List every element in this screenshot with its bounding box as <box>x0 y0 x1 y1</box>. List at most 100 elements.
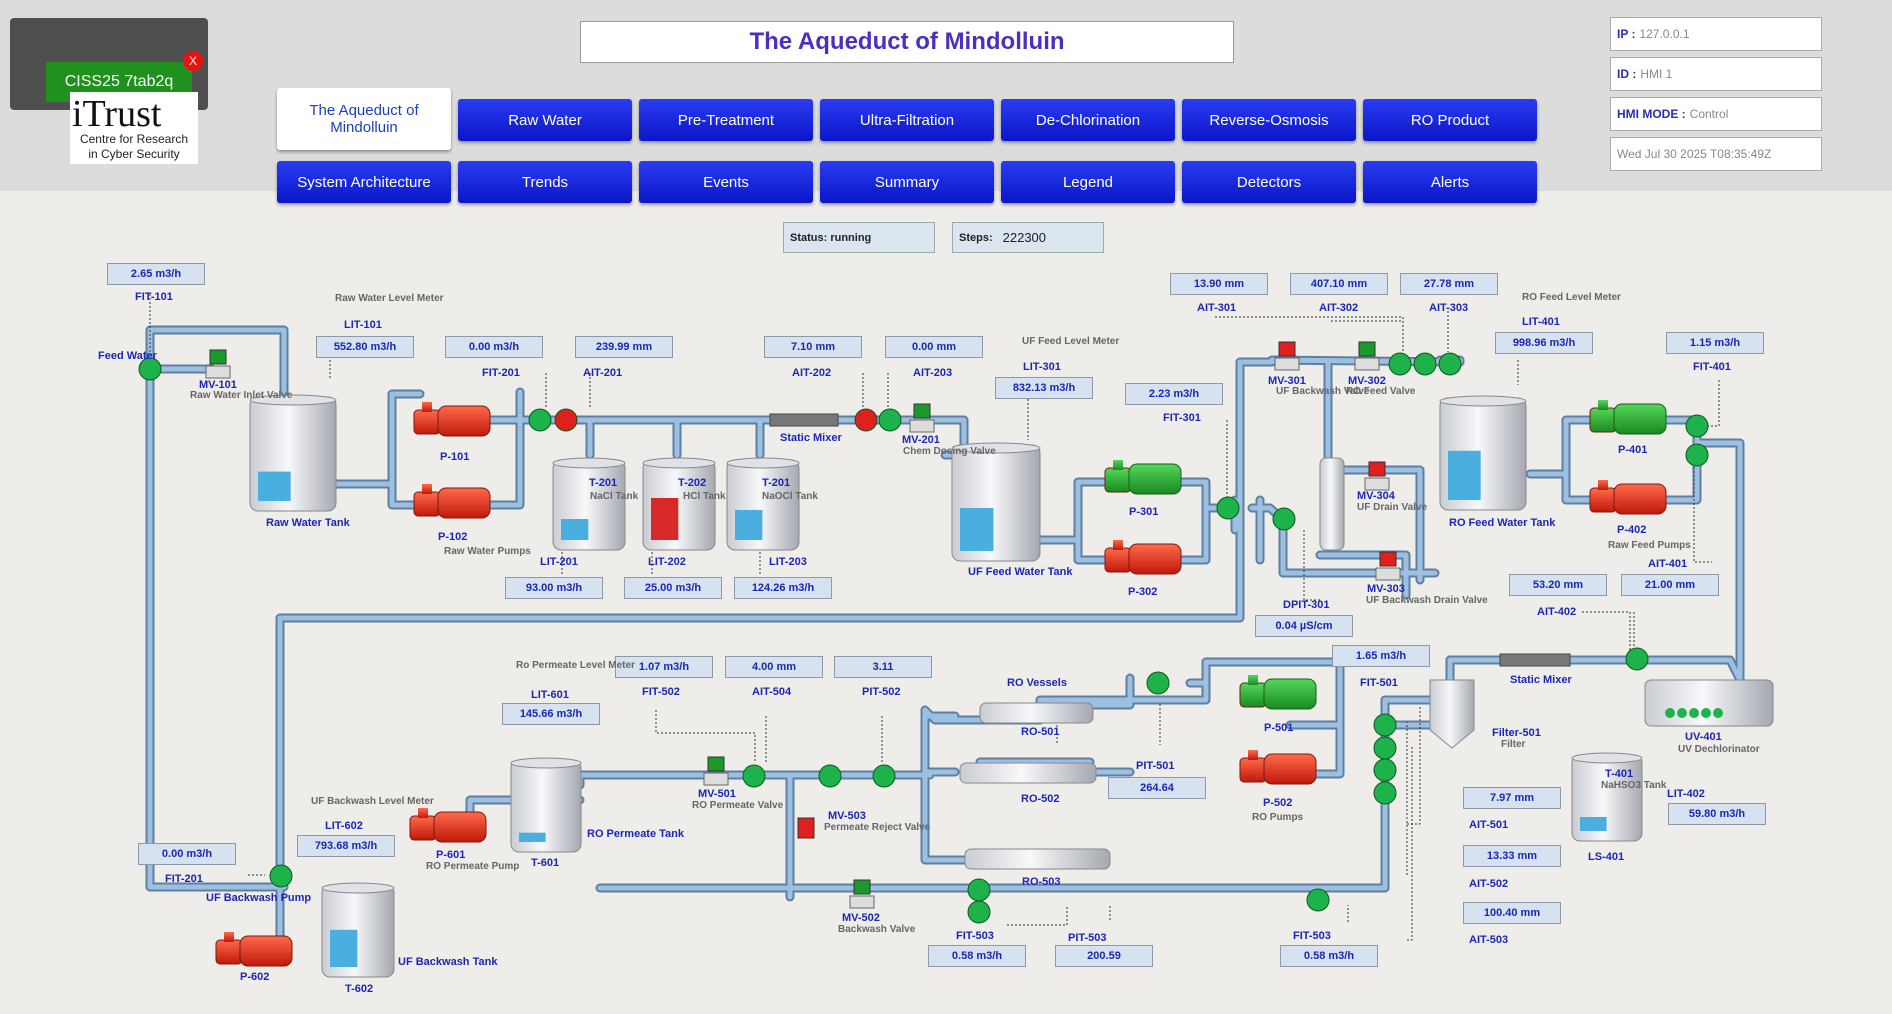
flow-node-10[interactable] <box>1685 414 1709 438</box>
nav-pre-treatment-button[interactable]: Pre-Treatment <box>639 99 813 141</box>
raw-water-tank-level-fill <box>258 471 291 501</box>
nav-events-button[interactable]: Events <box>639 161 813 203</box>
flow-node-22[interactable] <box>967 878 991 902</box>
pump-p602-motor[interactable] <box>239 935 293 967</box>
close-icon[interactable]: X <box>183 51 203 71</box>
flow-node-5[interactable] <box>1216 496 1240 520</box>
mv302-label: MV-302 <box>1348 375 1386 387</box>
nav-de-chlorination-button[interactable]: De-Chlorination <box>1001 99 1175 141</box>
flow-node-9[interactable] <box>1438 352 1462 376</box>
uv-lamp <box>1701 708 1711 718</box>
mode-label: HMI MODE : <box>1617 107 1686 121</box>
flow-node-19[interactable] <box>818 764 842 788</box>
flow-node-6[interactable] <box>1272 507 1296 531</box>
flow-node-13[interactable] <box>1373 713 1397 737</box>
flow-node-8[interactable] <box>1413 352 1437 376</box>
pit502-label: PIT-502 <box>862 686 901 698</box>
mv501d-label: RO Permeate Valve <box>692 800 784 811</box>
mv201d-label: Chem Dosing Valve <box>903 446 996 457</box>
valve-mv503[interactable] <box>797 817 815 839</box>
flow-node-4[interactable] <box>878 408 902 432</box>
fit503b-value: 0.58 m3/h <box>1280 945 1378 967</box>
signal-line <box>1303 530 1321 601</box>
pump-p301-motor[interactable] <box>1128 463 1182 495</box>
valve-mv201[interactable] <box>913 403 931 419</box>
lit101-value: 552.80 m3/h <box>316 336 414 358</box>
pipe-segment-inner <box>1317 359 1409 598</box>
valve-mv304[interactable] <box>1368 461 1386 477</box>
pump-p302-motor[interactable] <box>1128 543 1182 575</box>
ro-vessel-503[interactable] <box>964 848 1111 870</box>
flow-node-16[interactable] <box>1373 781 1397 805</box>
pump-p302-head[interactable] <box>1104 547 1132 573</box>
pump-p102-head[interactable] <box>413 491 441 517</box>
fit201b-value: 0.00 m3/h <box>138 843 236 865</box>
pump-p402-head[interactable] <box>1589 487 1617 513</box>
flow-node-24[interactable] <box>1306 888 1330 912</box>
pump-p601-motor[interactable] <box>433 811 487 843</box>
pump-p502-head[interactable] <box>1239 757 1267 783</box>
id-value: HMI 1 <box>1640 67 1673 81</box>
pump-p301-head[interactable] <box>1104 467 1132 493</box>
flow-node-20[interactable] <box>872 764 896 788</box>
valve-mv501[interactable] <box>707 756 725 772</box>
equipment-layer <box>138 341 1774 978</box>
flow-node-23[interactable] <box>967 900 991 924</box>
ro-vessel-502[interactable] <box>959 762 1097 784</box>
nav-alerts-button[interactable]: Alerts <box>1363 161 1537 203</box>
flow-node-21[interactable] <box>269 864 293 888</box>
flow-node-0[interactable] <box>138 357 162 381</box>
rov-label: RO Vessels <box>1007 677 1067 689</box>
pump-p401-motor[interactable] <box>1613 403 1667 435</box>
pump-p501-head[interactable] <box>1239 682 1267 708</box>
pump-p101-motor[interactable] <box>437 405 491 437</box>
flow-node-12[interactable] <box>1146 671 1170 695</box>
nav-detectors-button[interactable]: Detectors <box>1182 161 1356 203</box>
t401d-label: NaHSO3 Tank <box>1601 780 1667 791</box>
flow-node-2[interactable] <box>554 408 578 432</box>
filter-501[interactable] <box>1429 679 1475 749</box>
lit602-label: LIT-602 <box>325 820 363 832</box>
status-label: Status: running <box>790 231 872 244</box>
valve-mv301[interactable] <box>1278 341 1296 357</box>
flow-node-3[interactable] <box>854 408 878 432</box>
lit301-label: LIT-301 <box>1023 361 1061 373</box>
flow-node-15[interactable] <box>1373 758 1397 782</box>
flow-node-7[interactable] <box>1388 352 1412 376</box>
nav-the-aqueduct-of-mindolluin-button[interactable]: The Aqueduct of Mindolluin <box>277 88 451 150</box>
flow-node-1[interactable] <box>528 408 552 432</box>
pump-p401-head[interactable] <box>1589 407 1617 433</box>
uv-dechlorinator[interactable] <box>1644 679 1774 727</box>
nav-ultra-filtration-button[interactable]: Ultra-Filtration <box>820 99 994 141</box>
valve-mv302[interactable] <box>1358 341 1376 357</box>
nav-system-architecture-button[interactable]: System Architecture <box>277 161 451 203</box>
nav-ro-product-button[interactable]: RO Product <box>1363 99 1537 141</box>
pump-p102-motor[interactable] <box>437 487 491 519</box>
pump-p402-motor[interactable] <box>1613 483 1667 515</box>
pump-p502-motor[interactable] <box>1263 753 1317 785</box>
nav-raw-water-button[interactable]: Raw Water <box>458 99 632 141</box>
pump-p402-outlet <box>1598 480 1608 490</box>
ait203-value: 0.00 mm <box>885 336 983 358</box>
pump-p501-motor[interactable] <box>1263 678 1317 710</box>
nav-legend-button[interactable]: Legend <box>1001 161 1175 203</box>
pump-p101-head[interactable] <box>413 409 441 435</box>
nav-summary-button[interactable]: Summary <box>820 161 994 203</box>
uf-membrane[interactable] <box>1319 457 1345 551</box>
flow-node-11[interactable] <box>1685 443 1709 467</box>
flow-node-14[interactable] <box>1373 736 1397 760</box>
valve-mv502[interactable] <box>853 879 871 895</box>
t203d-label: NaOCl Tank <box>762 491 818 502</box>
ait401-label: AIT-401 <box>1648 558 1688 570</box>
pump-p602-head[interactable] <box>215 939 243 965</box>
flow-node-18[interactable] <box>742 764 766 788</box>
mv301d-label: UF Backwash Valve <box>1276 386 1370 397</box>
t201d-label: NaCl Tank <box>590 491 639 502</box>
nav-trends-button[interactable]: Trends <box>458 161 632 203</box>
flow-node-17[interactable] <box>1625 647 1649 671</box>
ro-vessel-501[interactable] <box>979 702 1094 724</box>
pump-p601-head[interactable] <box>409 815 437 841</box>
valve-mv101[interactable] <box>209 349 227 365</box>
valve-mv303[interactable] <box>1379 551 1397 567</box>
nav-reverse-osmosis-button[interactable]: Reverse-Osmosis <box>1182 99 1356 141</box>
